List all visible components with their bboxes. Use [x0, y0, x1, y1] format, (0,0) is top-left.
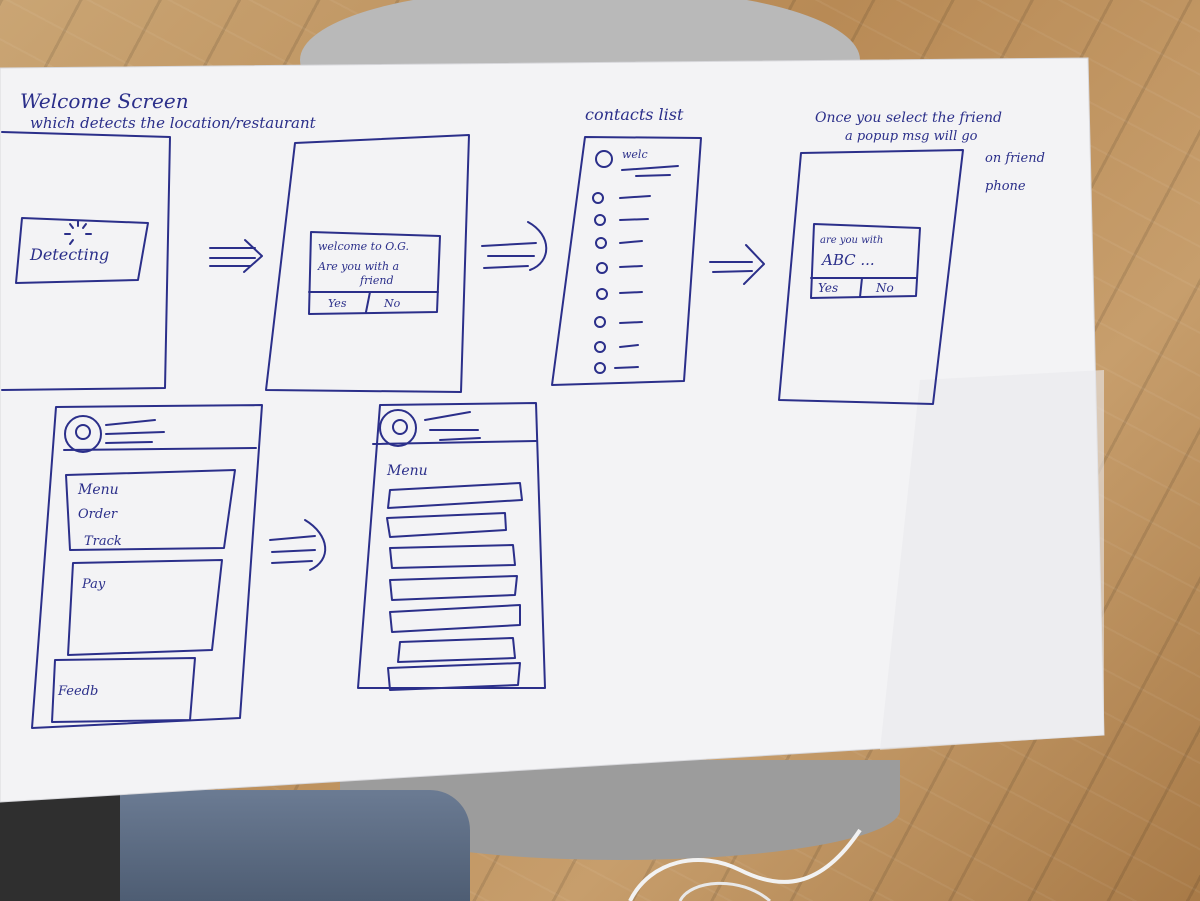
- note-select-line3: on friend: [985, 151, 1045, 166]
- arrow-4: [269, 519, 327, 571]
- note-select-line4: phone: [985, 179, 1026, 194]
- shadow-corner: [0, 790, 120, 901]
- arrow-2: [481, 221, 548, 271]
- popup-welcome: welcome to O.G.: [318, 240, 409, 253]
- contacts-header: welc: [622, 148, 648, 161]
- screen6-avatar-icon: [379, 409, 417, 447]
- detecting-label: Detecting: [29, 245, 109, 264]
- popup2-msg-line2: ABC ...: [820, 251, 875, 269]
- menu-title: Menu: [386, 463, 428, 479]
- screen4-frame: [778, 149, 964, 405]
- note-select-line2: a popup msg will go: [845, 129, 978, 144]
- popup-question-line1: Are you with a: [317, 260, 399, 273]
- option-menu: Menu: [77, 482, 119, 498]
- screen1-dialog: [15, 217, 149, 284]
- screen2-frame: [265, 134, 470, 393]
- arrow-3: [709, 244, 765, 285]
- note-contact-list: contacts list: [585, 105, 684, 124]
- option-order: Order: [78, 507, 118, 522]
- screen2-dialog: [308, 231, 441, 315]
- options-card: [65, 469, 236, 551]
- menu-rows: [386, 482, 523, 691]
- pay-card: [67, 559, 223, 656]
- spinner-icon: [64, 220, 92, 245]
- popup-question-line2: friend: [359, 274, 393, 287]
- option-pay: Pay: [81, 577, 106, 592]
- contact-rows: [592, 192, 651, 374]
- popup2-yes: Yes: [818, 281, 838, 295]
- option-track: Track: [84, 534, 122, 549]
- screen5-frame: [31, 404, 263, 729]
- screen3-frame: [551, 136, 702, 386]
- popup-yes: Yes: [328, 297, 347, 310]
- arrow-1: [209, 239, 263, 273]
- screen6-frame: [357, 402, 546, 689]
- charging-cable: [628, 828, 862, 901]
- popup-no: No: [383, 297, 401, 310]
- screen5-avatar-icon: [64, 415, 102, 453]
- feedback-card: [51, 657, 196, 723]
- option-feedback: Feedb: [57, 684, 98, 699]
- note-welcome-line1: Welcome Screen: [20, 89, 189, 113]
- popup2-msg-line1: are you with: [820, 235, 883, 246]
- note-select-line1: Once you select the friend: [815, 110, 1002, 126]
- note-welcome-line2: which detects the location/restaurant: [30, 114, 317, 132]
- popup2-no: No: [875, 281, 894, 295]
- screen4-dialog: [810, 223, 921, 299]
- avatar-icon: [595, 150, 613, 168]
- screen1-frame: [1, 131, 171, 391]
